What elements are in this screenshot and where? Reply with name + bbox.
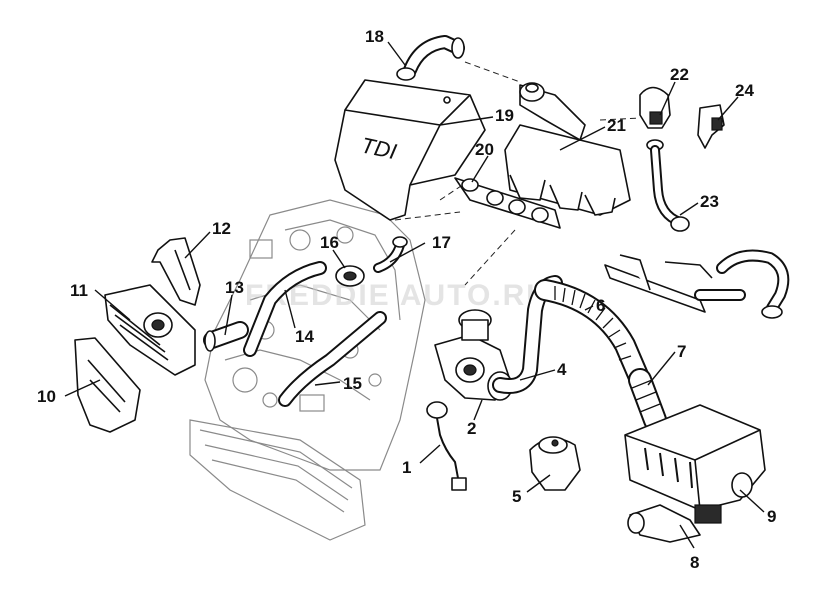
callout-7: 7 [677,342,686,361]
callout-6: 6 [596,296,605,315]
engine-cover: TDI [334,79,486,221]
egr-pipe [650,145,690,232]
leader-lines [64,41,765,549]
vacuum-unit [529,436,581,491]
callout-14: 14 [295,327,314,346]
callout-11: 11 [70,281,88,300]
heat-shield [74,337,141,433]
callout-4: 4 [557,360,567,379]
callout-18: 18 [365,27,384,46]
callout-8: 8 [690,553,699,572]
intake-manifold [504,82,631,216]
engine-block [189,199,426,541]
callout-24: 24 [735,81,754,100]
callout-12: 12 [212,219,231,238]
callout-17: 17 [432,233,451,252]
callout-20: 20 [475,140,494,159]
air-filter-box [624,404,766,511]
callout-2: 2 [467,419,476,438]
hose-flange [335,265,365,287]
callout-labels: 1 2 4 5 6 7 8 9 10 11 12 13 14 15 16 17 … [37,27,776,572]
callout-1: 1 [402,458,411,477]
callout-10: 10 [37,387,56,406]
callout-5: 5 [512,487,521,506]
connector-hose [628,368,667,432]
temperature-sensor [426,401,467,491]
air-mass-meter [627,504,722,543]
corrugated-intake-hose [534,279,651,391]
callout-13: 13 [225,278,244,297]
charge-pipe-set [604,249,790,319]
callout-22: 22 [670,65,689,84]
callout-15: 15 [343,374,362,393]
egr-valve [639,86,671,151]
callout-9: 9 [767,507,776,526]
short-hose [203,321,249,352]
alignment-lines [394,61,641,286]
callout-23: 23 [700,192,719,211]
callout-16: 16 [320,233,339,252]
pressure-sensor [697,104,725,149]
coolant-hose-lower [278,311,387,407]
callout-21: 21 [607,116,626,135]
coolant-hose-upper [243,261,327,357]
manifold-gasket [454,177,561,229]
callout-19: 19 [495,106,514,125]
filter-housing [104,284,196,376]
intake-hose-top [396,35,465,81]
breather-hose [373,236,408,273]
